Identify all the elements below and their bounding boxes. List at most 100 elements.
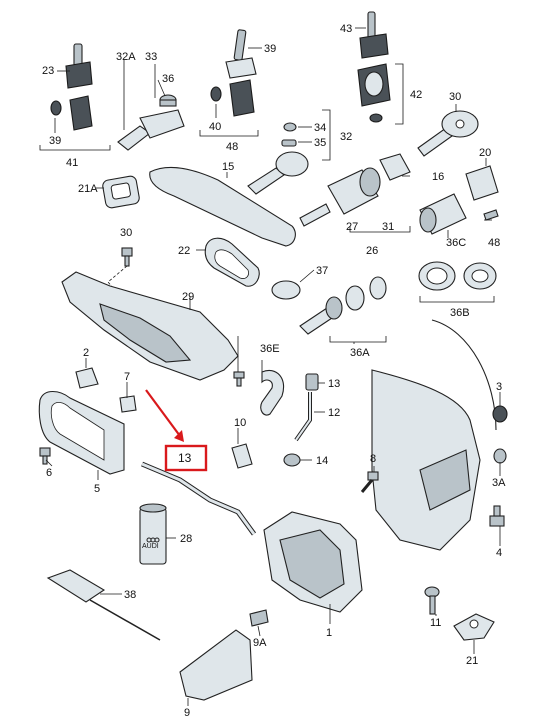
callout-35: 36 bbox=[162, 73, 174, 85]
callout-42: 43 bbox=[340, 23, 352, 35]
key-30 bbox=[417, 110, 479, 157]
callout-30-top: 30 bbox=[449, 91, 461, 103]
callout-2: 2 bbox=[83, 347, 89, 359]
callout-29: 30 bbox=[120, 227, 132, 239]
callout-28: 29 bbox=[182, 291, 194, 303]
callout-41: 42 bbox=[410, 89, 422, 101]
cap-21A bbox=[465, 165, 499, 201]
callout-3A: 3A bbox=[492, 477, 506, 489]
callout-26: 27 bbox=[346, 221, 358, 233]
seal-39-left bbox=[50, 100, 62, 116]
tool-37-wire bbox=[89, 599, 161, 641]
can-27-marking: AUDI bbox=[142, 543, 159, 550]
callout-15: 13 bbox=[328, 378, 340, 390]
lock-cylinder-26 bbox=[299, 167, 381, 227]
clip-36C bbox=[260, 370, 284, 416]
callout-36C: 36E bbox=[260, 343, 280, 355]
cap-33 bbox=[283, 122, 297, 132]
callout-6: 6 bbox=[46, 467, 52, 479]
seal-39-mid bbox=[210, 86, 222, 102]
remote-key-43 bbox=[229, 79, 255, 117]
clip-2 bbox=[75, 367, 99, 389]
callout-11: 11 bbox=[430, 617, 441, 629]
remote-41-button bbox=[364, 71, 384, 97]
callout-33: 34 bbox=[314, 122, 326, 134]
bushing-16 bbox=[283, 453, 301, 467]
door-handle-20 bbox=[149, 166, 296, 247]
callout-1: 1 bbox=[326, 627, 332, 639]
rod-14-core bbox=[295, 392, 311, 441]
clip-9A bbox=[249, 609, 269, 627]
callout-32: 32A bbox=[116, 51, 136, 63]
seal-22-hole bbox=[110, 182, 131, 200]
screw-4 bbox=[489, 505, 505, 527]
tool-37 bbox=[46, 569, 106, 603]
callout-10: 21 bbox=[466, 655, 478, 667]
screw-48-mid bbox=[233, 371, 245, 387]
remote-key-housing bbox=[69, 95, 93, 131]
inner-handle-5-recess bbox=[50, 402, 105, 461]
key-blank-38A bbox=[225, 29, 257, 79]
callout-20: 15 bbox=[222, 161, 234, 173]
callout-14: 12 bbox=[328, 407, 340, 419]
callout-7: 7 bbox=[124, 371, 130, 383]
lock-barrel-36 bbox=[299, 276, 387, 335]
bushing-12 bbox=[231, 443, 253, 469]
callout-labels: 23 39 41 32A 33 36 39 40 48 34 35 32 43 … bbox=[42, 23, 506, 719]
carrier-28-recess bbox=[99, 303, 192, 363]
callout-37: 38 bbox=[124, 589, 136, 601]
callout-3: 3 bbox=[496, 381, 502, 393]
clip-36E bbox=[271, 280, 301, 300]
highlight-arrow bbox=[145, 389, 184, 442]
pin-34 bbox=[281, 139, 297, 147]
highlight-box-13 bbox=[164, 444, 208, 472]
bracket-9 bbox=[179, 629, 253, 701]
callout-23: 22 bbox=[178, 245, 190, 257]
callout-25: 26 bbox=[366, 245, 378, 257]
door-frame-striker-area bbox=[419, 449, 471, 511]
callout-40: 41 bbox=[66, 157, 78, 169]
callout-31: 32 bbox=[340, 131, 352, 143]
callout-8: 8 bbox=[370, 453, 376, 465]
callout-5: 5 bbox=[94, 483, 100, 495]
callout-38A: 39 bbox=[264, 43, 276, 55]
callout-27: 28 bbox=[180, 533, 192, 545]
grommet-15 bbox=[305, 373, 319, 391]
clip-7 bbox=[119, 395, 137, 413]
cap-3A bbox=[493, 448, 507, 464]
callout-34: 35 bbox=[314, 137, 326, 149]
key-blank-42 bbox=[359, 11, 389, 59]
gasket-23-hole bbox=[214, 249, 249, 279]
bracket-21 bbox=[379, 153, 411, 181]
rings-36A bbox=[418, 261, 497, 291]
grease-can-27 bbox=[139, 503, 167, 565]
screw-48-top bbox=[483, 209, 499, 221]
callout-36E: 37 bbox=[316, 265, 328, 277]
callout-36A: 36B bbox=[450, 307, 470, 319]
callout-9A: 9A bbox=[253, 637, 267, 649]
bolt-8 bbox=[360, 471, 379, 493]
key-32 bbox=[117, 109, 185, 151]
callout-16: 14 bbox=[316, 455, 328, 467]
door-lock-1-mechanism bbox=[279, 529, 345, 599]
callout-32A: 33 bbox=[145, 51, 157, 63]
callout-38: 23 bbox=[42, 65, 54, 77]
striker-10 bbox=[453, 613, 495, 641]
callout-21: 16 bbox=[432, 171, 444, 183]
cap-35-body bbox=[159, 99, 177, 107]
key-31 bbox=[247, 151, 309, 195]
cable-13-core bbox=[141, 462, 256, 535]
callout-4: 4 bbox=[496, 547, 502, 559]
screw-29 bbox=[121, 247, 133, 267]
callout-39-mid: 40 bbox=[209, 121, 221, 133]
callout-9: 9 bbox=[184, 707, 190, 719]
cap-3 bbox=[492, 405, 508, 423]
callout-48-top: 48 bbox=[488, 237, 500, 249]
door-frame bbox=[371, 369, 481, 551]
callout-39-left: 39 bbox=[49, 135, 61, 147]
screw-11 bbox=[424, 586, 440, 615]
screw-6 bbox=[39, 447, 51, 465]
battery-41 bbox=[369, 113, 383, 123]
